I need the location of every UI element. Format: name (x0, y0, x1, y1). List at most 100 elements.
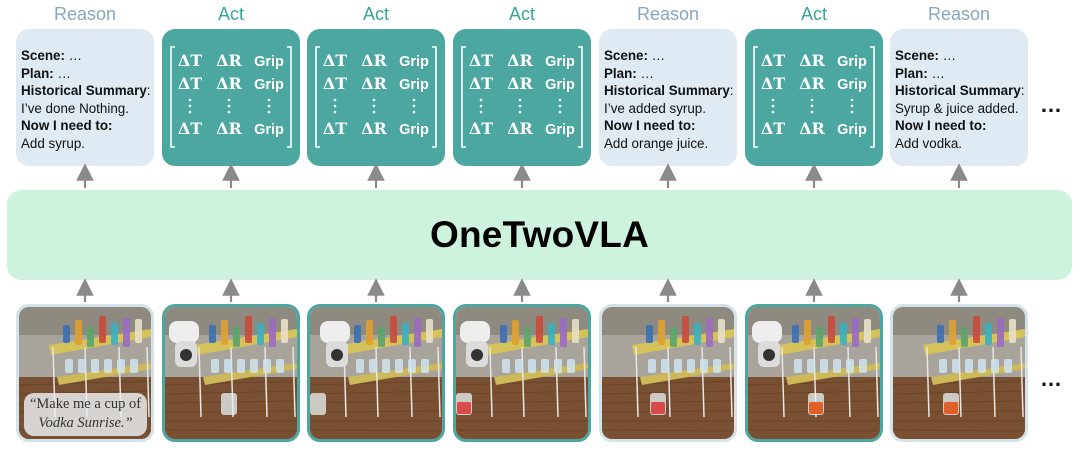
table-grain (456, 400, 588, 404)
table-grain (748, 390, 880, 395)
observation-frame-1: “Make me a cup of Vodka Sunrise.” (16, 304, 154, 442)
instruction-line-2: Vodka Sunrise.” (38, 415, 133, 431)
bottle (548, 323, 555, 345)
bottle (670, 327, 677, 347)
table-grain (602, 380, 734, 386)
robot-arm (320, 321, 350, 343)
shelf-leg (489, 346, 493, 418)
glass-bottle (820, 359, 828, 373)
bottle (366, 320, 373, 345)
glass-bottle (395, 359, 403, 373)
bottle (572, 319, 579, 343)
cup-liquid (809, 402, 823, 414)
glass-bottle (502, 359, 510, 373)
table-grain (310, 410, 442, 413)
bottle (997, 318, 1004, 347)
bottle (512, 320, 519, 345)
bottle (524, 327, 531, 347)
glass-bottle (846, 359, 854, 373)
instruction-bubble: “Make me a cup of Vodka Sunrise.” (24, 393, 147, 436)
table-grain (602, 400, 734, 404)
scene-table (602, 377, 734, 439)
bottle (354, 325, 361, 343)
matrix-delta-r: ΔR (216, 74, 242, 93)
bottle (949, 320, 956, 345)
shelf-bottom (786, 363, 880, 385)
shelf-leg (583, 346, 587, 418)
need-value: Add syrup. (21, 135, 86, 151)
table-grain (165, 380, 297, 386)
robot-gripper (180, 349, 192, 361)
scene-table (310, 377, 442, 439)
matrix-delta-r: ΔR (507, 119, 533, 138)
matrix-grip: Grip (545, 54, 575, 70)
matrix-grip: Grip (545, 122, 575, 138)
matrix-right-bracket (432, 46, 437, 148)
matrix-delta-r: ΔR (216, 51, 242, 70)
shelf-leg (146, 346, 150, 418)
glass-bottle (369, 359, 377, 373)
scene-table (456, 377, 588, 439)
bottle (111, 323, 118, 345)
shelf-leg (264, 346, 268, 418)
bottle (937, 325, 944, 343)
table-grain (310, 380, 442, 386)
shelf-leg (437, 346, 441, 418)
glass-bottle (237, 359, 245, 373)
bottle (682, 316, 689, 343)
shelf-leg (847, 346, 851, 418)
shelf-leg (375, 346, 379, 418)
need-label: Now I need to (604, 118, 692, 134)
matrix-delta-r: ΔR (507, 74, 533, 93)
bottle (560, 318, 567, 347)
observation-frame-3 (307, 304, 445, 442)
bottle (536, 316, 543, 343)
shelf-leg (729, 346, 733, 418)
matrix-delta-t: ΔT (761, 119, 785, 138)
bottle (269, 318, 276, 347)
table-grain (456, 410, 588, 413)
matrix-delta-r: ΔR (799, 74, 825, 93)
plan-label: Plan (604, 65, 633, 81)
table-grain (602, 429, 734, 432)
matrix-delta-r: ΔR (799, 119, 825, 138)
cup-liquid (944, 402, 958, 414)
bottle (500, 325, 507, 343)
matrix-vdots (227, 98, 231, 114)
bottle (221, 320, 228, 345)
glass-bottle (807, 359, 815, 373)
glass-bottle (794, 359, 802, 373)
bottle (864, 319, 871, 343)
model-title: OneTwoVLA (430, 214, 649, 255)
glass-bottle (541, 359, 549, 373)
bottle (414, 318, 421, 347)
shelf-leg (992, 346, 996, 418)
glass-bottle (833, 359, 841, 373)
table-grain (602, 410, 734, 413)
glass-bottle (515, 359, 523, 373)
matrix-grip: Grip (254, 122, 284, 138)
column-label-act-2: Act (362, 4, 389, 24)
cup (310, 393, 326, 415)
table-grain (456, 380, 588, 386)
bottle (792, 325, 799, 343)
matrix-grip: Grip (399, 122, 429, 138)
bottle (390, 316, 397, 343)
table-grain (165, 390, 297, 395)
table-grain (310, 400, 442, 404)
matrix-grip: Grip (837, 77, 867, 93)
glass-bottle (939, 359, 947, 373)
table-grain (310, 390, 442, 395)
table-grain (748, 429, 880, 432)
scene-photo (456, 307, 588, 439)
glass-bottle (687, 359, 695, 373)
bottle (840, 323, 847, 345)
scene-back-shelf (893, 307, 1025, 335)
bottle (426, 319, 433, 343)
column-label-reason-2: Reason (636, 4, 700, 24)
scene-value: … (942, 48, 957, 63)
bottle (961, 327, 968, 347)
bottle (852, 318, 859, 347)
glass-bottle (567, 359, 575, 373)
